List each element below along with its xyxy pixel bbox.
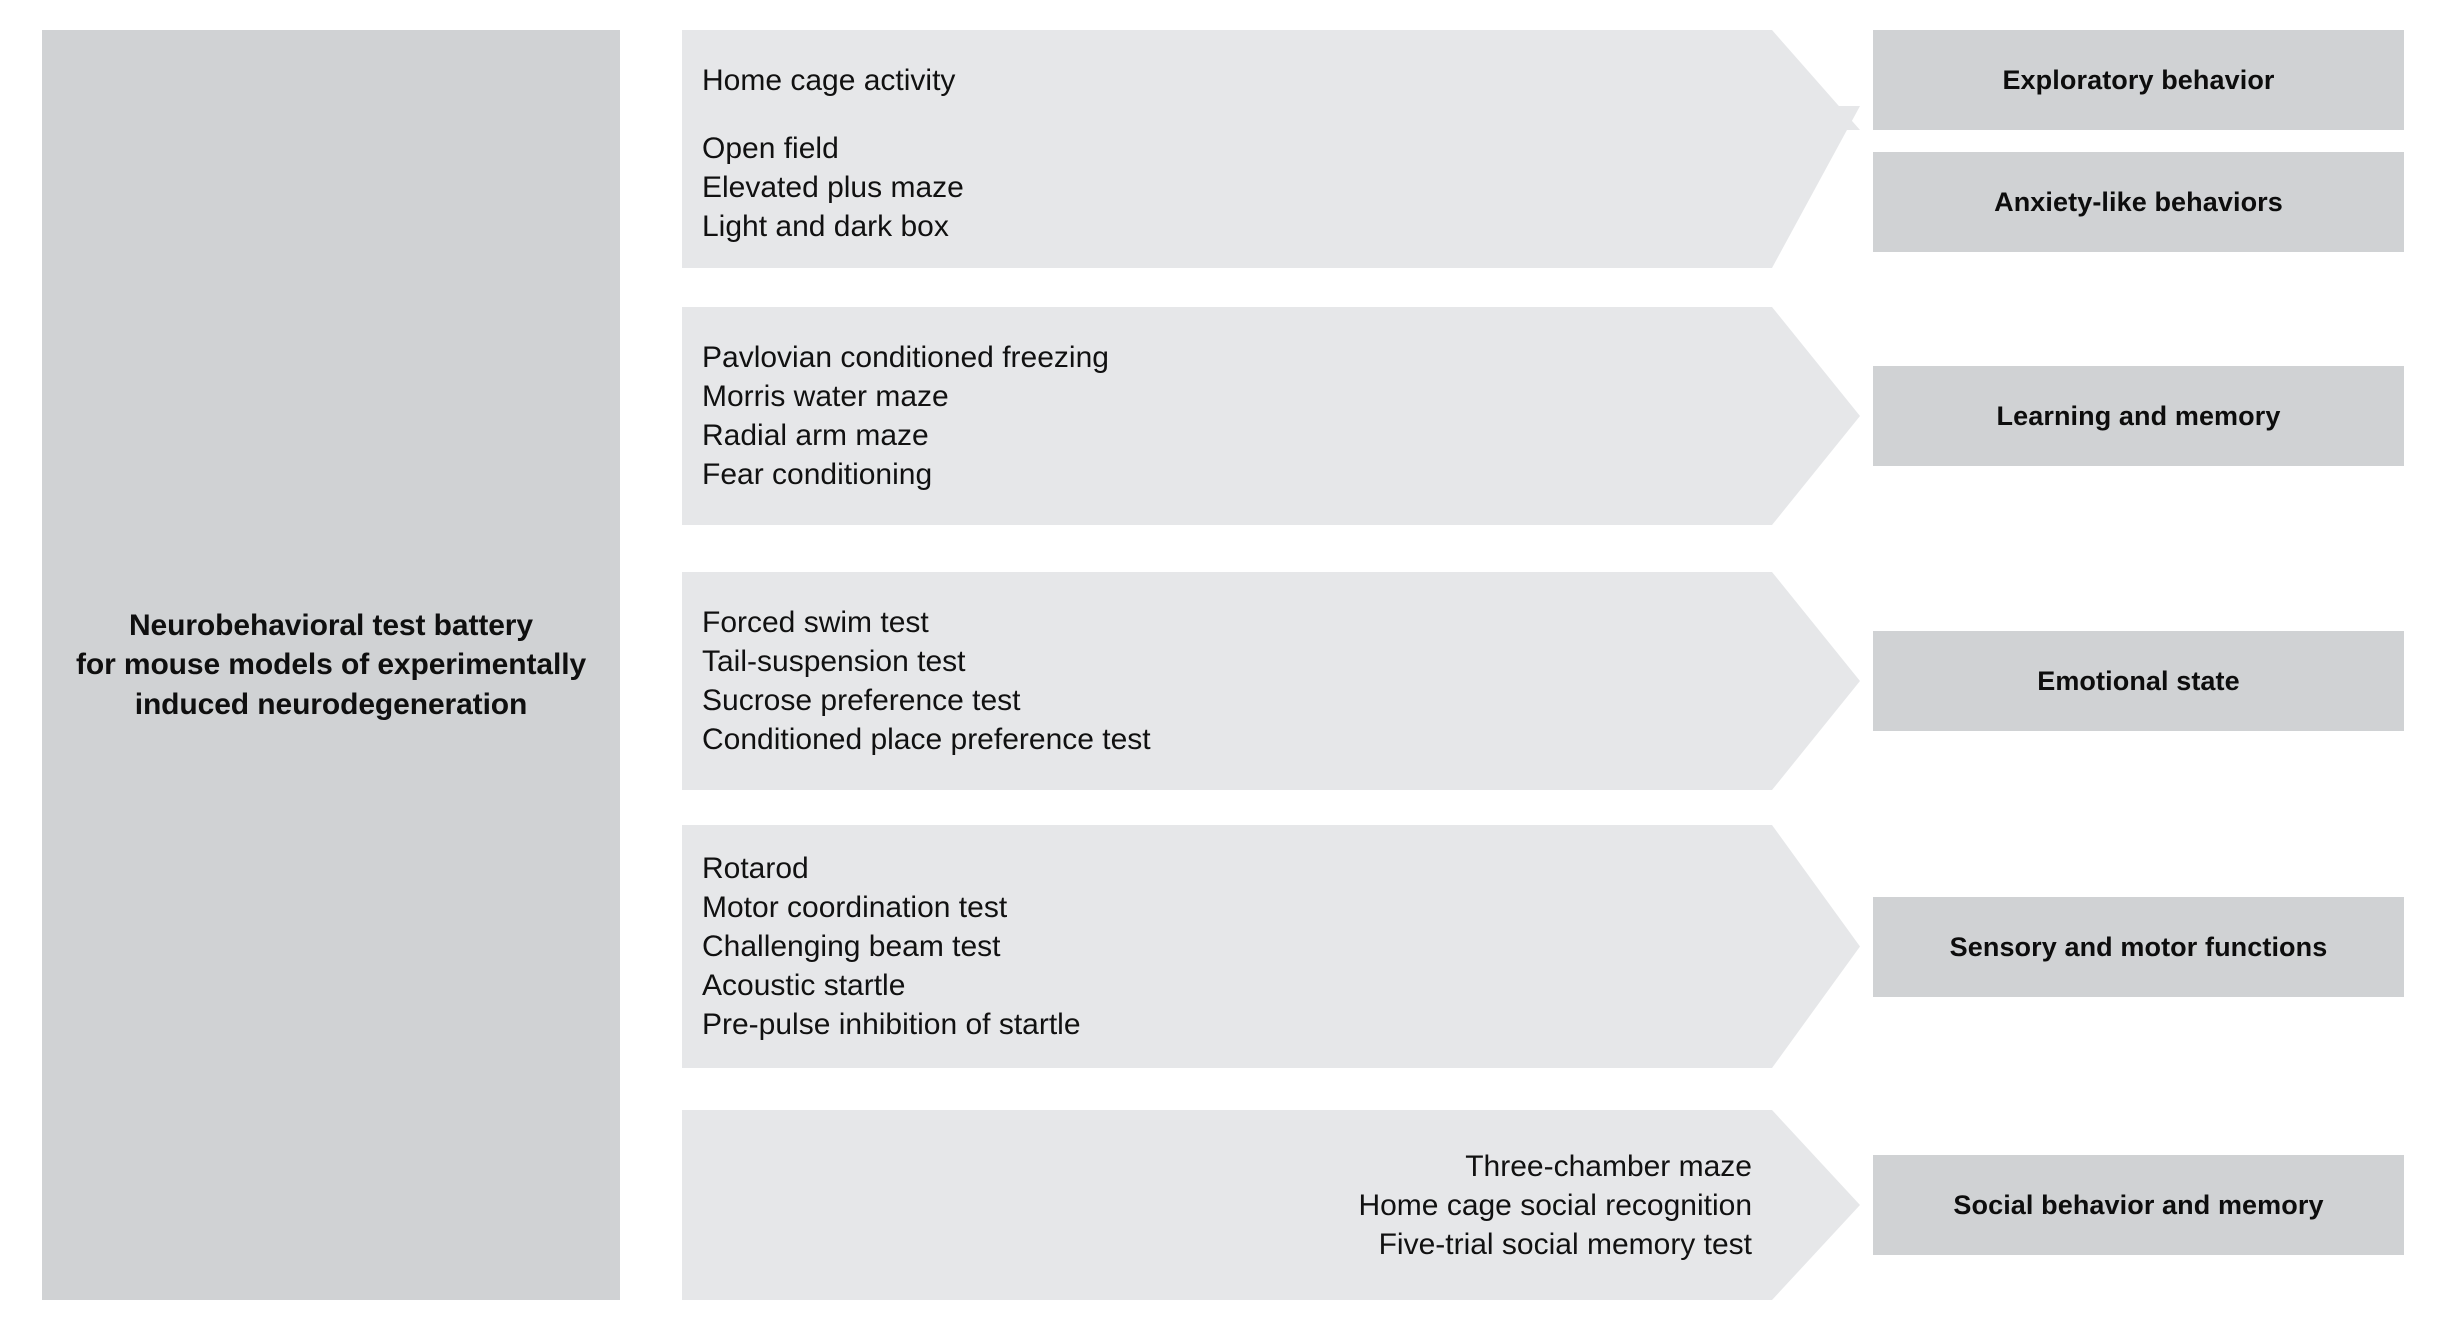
category-box-social: Social behavior and memory [1873, 1155, 2404, 1255]
test-item: Radial arm maze [702, 419, 929, 452]
category-label: Anxiety-like behaviors [1994, 186, 2283, 217]
test-item: Pavlovian conditioned freezing [702, 341, 1109, 374]
test-list-exploratory: Home cage activity [682, 30, 1860, 130]
category-label: Exploratory behavior [2002, 64, 2275, 95]
test-arrow-anxiety: Open field Elevated plus maze Light and … [682, 106, 1860, 268]
test-item: Acoustic startle [702, 969, 906, 1002]
category-box-emotional: Emotional state [1873, 631, 2404, 731]
category-label: Emotional state [2037, 665, 2240, 696]
category-box-exploratory: Exploratory behavior [1873, 30, 2404, 130]
test-arrow-emotional: Forced swim test Tail-suspension test Su… [682, 572, 1860, 790]
test-item: Home cage activity [702, 63, 956, 97]
category-label: Social behavior and memory [1953, 1189, 2324, 1220]
test-item: Forced swim test [702, 606, 929, 639]
test-item: Three-chamber maze [1465, 1149, 1752, 1183]
test-item: Morris water maze [702, 380, 949, 413]
test-list-sensorimotor: Rotarod Motor coordination test Challeng… [682, 825, 1860, 1068]
test-item: Rotarod [702, 852, 809, 885]
test-item: Motor coordination test [702, 891, 1008, 924]
test-item: Sucrose preference test [702, 684, 1021, 717]
title-line-1: Neurobehavioral test battery [128, 608, 533, 642]
test-arrow-social: Three-chamber maze Home cage social reco… [682, 1110, 1860, 1300]
category-box-learning: Learning and memory [1873, 366, 2404, 466]
title-line-2: for mouse models of experimentally [75, 648, 587, 682]
test-item: Pre-pulse inhibition of startle [702, 1008, 1081, 1041]
test-arrow-learning: Pavlovian conditioned freezing Morris wa… [682, 307, 1860, 525]
test-item: Light and dark box [702, 209, 949, 243]
test-list-emotional: Forced swim test Tail-suspension test Su… [682, 572, 1860, 790]
test-list-learning: Pavlovian conditioned freezing Morris wa… [682, 307, 1860, 525]
test-item: Conditioned place preference test [702, 723, 1151, 756]
category-box-anxiety: Anxiety-like behaviors [1873, 152, 2404, 252]
test-item: Fear conditioning [702, 458, 933, 491]
test-list-anxiety: Open field Elevated plus maze Light and … [682, 106, 1860, 268]
category-label: Sensory and motor functions [1949, 931, 2328, 962]
test-item: Home cage social recognition [1358, 1188, 1752, 1222]
test-item: Five-trial social memory test [1378, 1227, 1752, 1261]
diagram-title-box: Neurobehavioral test battery for mouse m… [42, 30, 620, 1300]
test-item: Tail-suspension test [702, 645, 966, 678]
test-item: Elevated plus maze [702, 170, 964, 204]
test-list-social: Three-chamber maze Home cage social reco… [682, 1110, 1860, 1300]
title-line-3: induced neurodegeneration [134, 687, 528, 721]
category-label: Learning and memory [1996, 400, 2281, 431]
test-item: Challenging beam test [702, 930, 1001, 963]
test-item: Open field [702, 131, 839, 165]
test-arrow-sensorimotor: Rotarod Motor coordination test Challeng… [682, 825, 1860, 1068]
category-box-sensorimotor: Sensory and motor functions [1873, 897, 2404, 997]
diagram-title-text: Neurobehavioral test battery for mouse m… [62, 606, 600, 725]
